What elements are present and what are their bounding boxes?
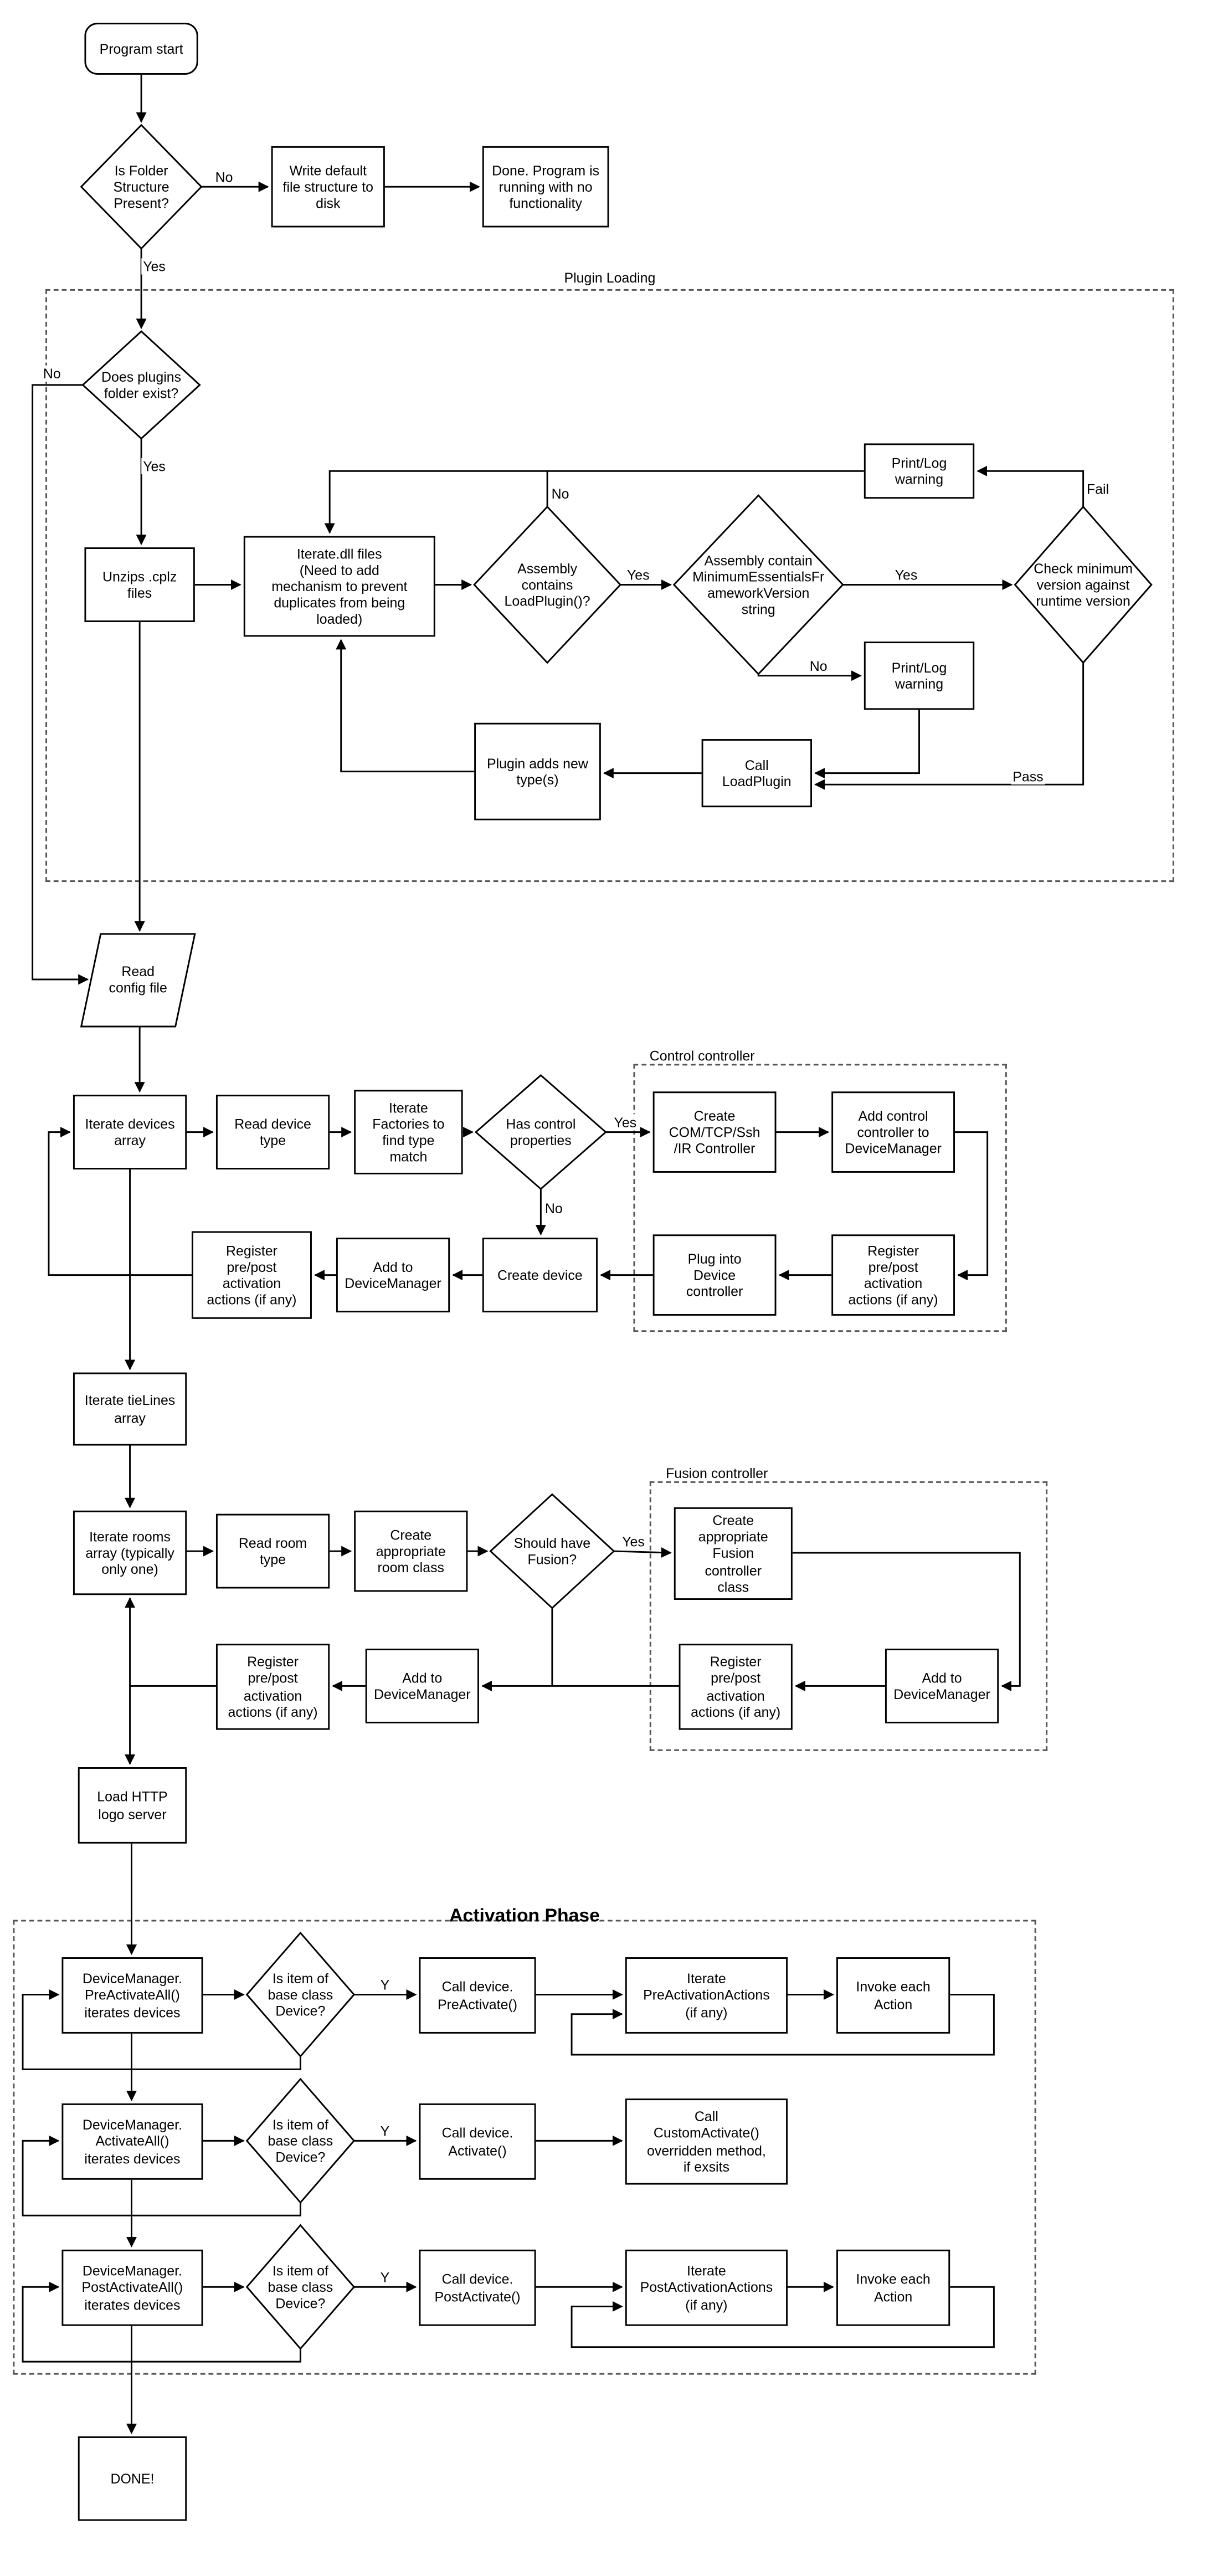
node-create-room-class: Create appropriate room class xyxy=(354,1510,468,1592)
node-plug-into-device-controller: Plug into Device controller xyxy=(652,1234,777,1316)
node-register-actions-control: Register pre/post activation actions (if… xyxy=(831,1234,955,1316)
node-iterate-preactivationactions: Iterate PreActivationActions (if any) xyxy=(625,1957,788,2034)
node-unzips-cplz-files: Unzips .cplz files xyxy=(84,547,195,622)
node-done: DONE! xyxy=(78,2436,187,2521)
node-devicemanager-activateall: DeviceManager. ActivateAll() iterates de… xyxy=(61,2103,203,2180)
decision-is-base-class-device-3: Is item of base class Device? xyxy=(268,2262,333,2312)
decision-assembly-contains-loadplugin: Assembly contains LoadPlugin()? xyxy=(504,560,590,609)
decision-does-plugins-folder-exist: Does plugins folder exist? xyxy=(101,368,182,402)
node-devicemanager-postactivateall: DeviceManager. PostActivateAll() iterate… xyxy=(61,2249,203,2326)
edge-label-folder-no: No xyxy=(213,168,235,186)
node-print-log-warning-fail: Print/Log warning xyxy=(864,443,975,499)
group-title-plugin-loading: Plugin Loading xyxy=(564,269,656,286)
decision-is-folder-structure-present: Is Folder Structure Present? xyxy=(113,162,169,212)
decision-and-io-shapes xyxy=(80,124,1153,2350)
node-create-fusion-controller: Create appropriate Fusion controller cla… xyxy=(674,1507,793,1600)
edge-label-loadplugin-no: No xyxy=(549,485,571,502)
node-add-to-devicemanager-room: Add to DeviceManager xyxy=(365,1648,479,1723)
node-call-customactivate: Call CustomActivate() overridden method,… xyxy=(625,2098,788,2185)
node-create-com-tcp-ssh-ir-controller: Create COM/TCP/Ssh /IR Controller xyxy=(652,1091,777,1173)
node-iterate-tielines-array: Iterate tieLines array xyxy=(73,1372,187,1446)
node-iterate-rooms-array: Iterate rooms array (typically only one) xyxy=(73,1510,187,1595)
edge-label-preactivate-y: Y xyxy=(378,1977,392,1993)
node-load-http-logo-server: Load HTTP logo server xyxy=(78,1767,187,1844)
edge-label-activate-y: Y xyxy=(378,2123,392,2139)
group-title-activation-phase: Activation Phase xyxy=(449,1907,600,1927)
edge-label-check-fail: Fail xyxy=(1085,480,1111,497)
edge-label-fusion-yes: Yes xyxy=(620,1533,646,1550)
node-done-no-functionality: Done. Program is running with no functio… xyxy=(482,146,609,228)
group-title-control-controller: Control controller xyxy=(649,1048,755,1064)
group-activation-phase xyxy=(13,1920,1036,2375)
decision-check-minimum-version: Check minimum version against runtime ve… xyxy=(1034,560,1133,609)
node-add-control-controller: Add control controller to DeviceManager xyxy=(831,1091,955,1173)
edge-label-plugins-no: No xyxy=(41,365,63,382)
decision-is-base-class-device-2: Is item of base class Device? xyxy=(268,2116,333,2166)
node-register-actions-device: Register pre/post activation actions (if… xyxy=(191,1231,312,1319)
node-add-to-devicemanager-fusion: Add to DeviceManager xyxy=(885,1648,999,1723)
edge-label-loadplugin-yes: Yes xyxy=(625,567,651,583)
node-register-actions-fusion: Register pre/post activation actions (if… xyxy=(679,1644,793,1730)
decision-has-control-properties: Has control properties xyxy=(506,1116,576,1148)
edge-label-check-pass: Pass xyxy=(1011,768,1045,785)
edge-label-folder-yes: Yes xyxy=(141,258,167,275)
edge-label-plugins-yes: Yes xyxy=(141,458,167,475)
edge-label-minversion-yes: Yes xyxy=(893,567,919,583)
node-print-log-warning-no: Print/Log warning xyxy=(864,642,975,710)
edge-label-control-yes: Yes xyxy=(612,1114,639,1131)
node-invoke-each-action-2: Invoke each Action xyxy=(836,2249,950,2326)
node-program-start: Program start xyxy=(84,23,198,75)
node-add-to-devicemanager-device: Add to DeviceManager xyxy=(336,1238,450,1313)
node-call-loadplugin: Call LoadPlugin xyxy=(701,739,812,808)
node-iterate-factories: Iterate Factories to find type match xyxy=(354,1090,463,1174)
node-read-room-type: Read room type xyxy=(215,1513,330,1589)
node-create-device: Create device xyxy=(482,1238,598,1313)
group-control-controller xyxy=(633,1064,1007,1332)
group-plugin-loading xyxy=(45,289,1174,882)
node-iterate-postactivationactions: Iterate PostActivationActions (if any) xyxy=(625,2249,788,2326)
node-write-default-structure: Write default file structure to disk xyxy=(271,146,385,228)
node-register-actions-room: Register pre/post activation actions (if… xyxy=(215,1644,330,1730)
node-read-device-type: Read device type xyxy=(215,1095,330,1170)
node-plugin-adds-new-types: Plugin adds new type(s) xyxy=(474,722,601,820)
node-call-device-activate: Call device. Activate() xyxy=(419,2103,536,2180)
node-invoke-each-action-1: Invoke each Action xyxy=(836,1957,950,2034)
group-title-fusion-controller: Fusion controller xyxy=(666,1465,768,1481)
decision-assembly-contains-minversion-string: Assembly contain MinimumEssentialsFr ame… xyxy=(692,552,825,618)
node-devicemanager-preactivateall: DeviceManager. PreActivateAll() iterates… xyxy=(61,1957,203,2034)
edge-label-minversion-no: No xyxy=(808,658,829,674)
edge-label-control-no: No xyxy=(543,1200,564,1217)
decision-should-have-fusion: Should have Fusion? xyxy=(513,1535,591,1568)
decision-is-base-class-device-1: Is item of base class Device? xyxy=(268,1970,333,2019)
node-iterate-dll-files: Iterate.dll files (Need to add mechanism… xyxy=(243,536,435,637)
edge-label-postactivate-y: Y xyxy=(378,2269,392,2286)
node-call-device-postactivate: Call device. PostActivate() xyxy=(419,2249,536,2326)
io-read-config-file: Read config file xyxy=(109,963,167,996)
node-call-device-preactivate: Call device. PreActivate() xyxy=(419,1957,536,2034)
group-fusion-controller xyxy=(649,1481,1048,1751)
node-iterate-devices-array: Iterate devices array xyxy=(73,1095,187,1170)
